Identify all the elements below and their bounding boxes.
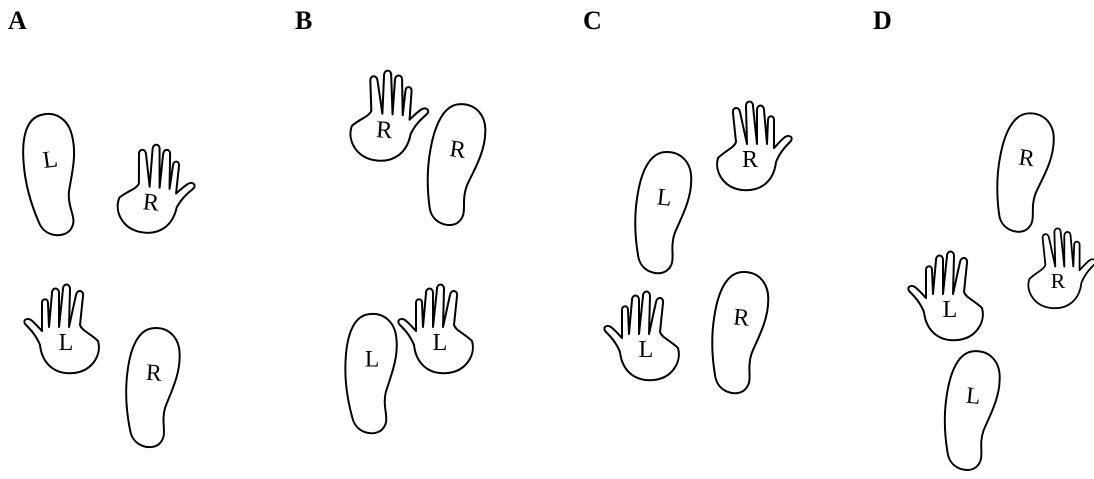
foot-outline — [990, 110, 1058, 235]
panel-d-hand-print-l: L — [908, 252, 983, 341]
hand-print-letter: L — [59, 330, 74, 356]
hand-print-letter: R — [1051, 269, 1066, 293]
panel-c-foot-print-r: R — [706, 269, 771, 396]
hand-outline — [24, 285, 99, 374]
foot-print-letter: L — [365, 346, 379, 372]
hand-print-letter: R — [375, 116, 394, 144]
panel-a-foot-print-l: L — [17, 111, 86, 239]
hand-outline — [604, 292, 679, 381]
hand-print-letter: R — [742, 147, 758, 173]
foot-print-letter: R — [448, 136, 467, 164]
foot-print-letter: L — [656, 184, 673, 211]
hand-print-letter: L — [943, 297, 958, 323]
panel-d-hand-print-r: R — [1028, 228, 1094, 308]
foot-outline — [420, 101, 489, 229]
hand-print-letter: L — [639, 337, 654, 363]
foot-outline — [17, 111, 86, 239]
hand-outline — [717, 102, 792, 191]
foot-print-letter: R — [145, 360, 163, 387]
hand-outline — [398, 285, 473, 374]
hand-outline — [908, 252, 983, 341]
foot-outline — [122, 326, 182, 449]
foot-outline — [939, 348, 1003, 472]
panel-b-hand-print-r: R — [349, 68, 431, 164]
panel-c-hand-print-l: L — [604, 292, 679, 381]
foot-outline — [629, 149, 694, 276]
foot-print-letter: L — [41, 146, 59, 174]
panel-a-hand-print-r: R — [115, 141, 198, 237]
panel-d-foot-print-r: R — [990, 110, 1058, 235]
foot-print-letter: R — [732, 304, 751, 332]
panel-c-foot-print-l: L — [629, 149, 694, 276]
foot-outline — [345, 314, 396, 433]
panel-d-foot-print-l: L — [939, 348, 1003, 472]
panel-b-foot-print-l: L — [345, 314, 396, 433]
panel-a-foot-print-r: R — [122, 326, 182, 449]
foot-print-letter: R — [1017, 144, 1036, 172]
panel-b-foot-print-r: R — [420, 101, 489, 229]
foot-print-letter: L — [965, 383, 982, 410]
panel-b-hand-print-l: L — [398, 285, 473, 374]
hand-print-letter: L — [433, 330, 448, 356]
foot-outline — [706, 269, 771, 396]
hand-outline — [115, 141, 198, 237]
panel-c-hand-print-r: R — [717, 102, 792, 191]
hand-print-letter: R — [142, 189, 161, 217]
panel-a-hand-print-l: L — [24, 285, 99, 374]
